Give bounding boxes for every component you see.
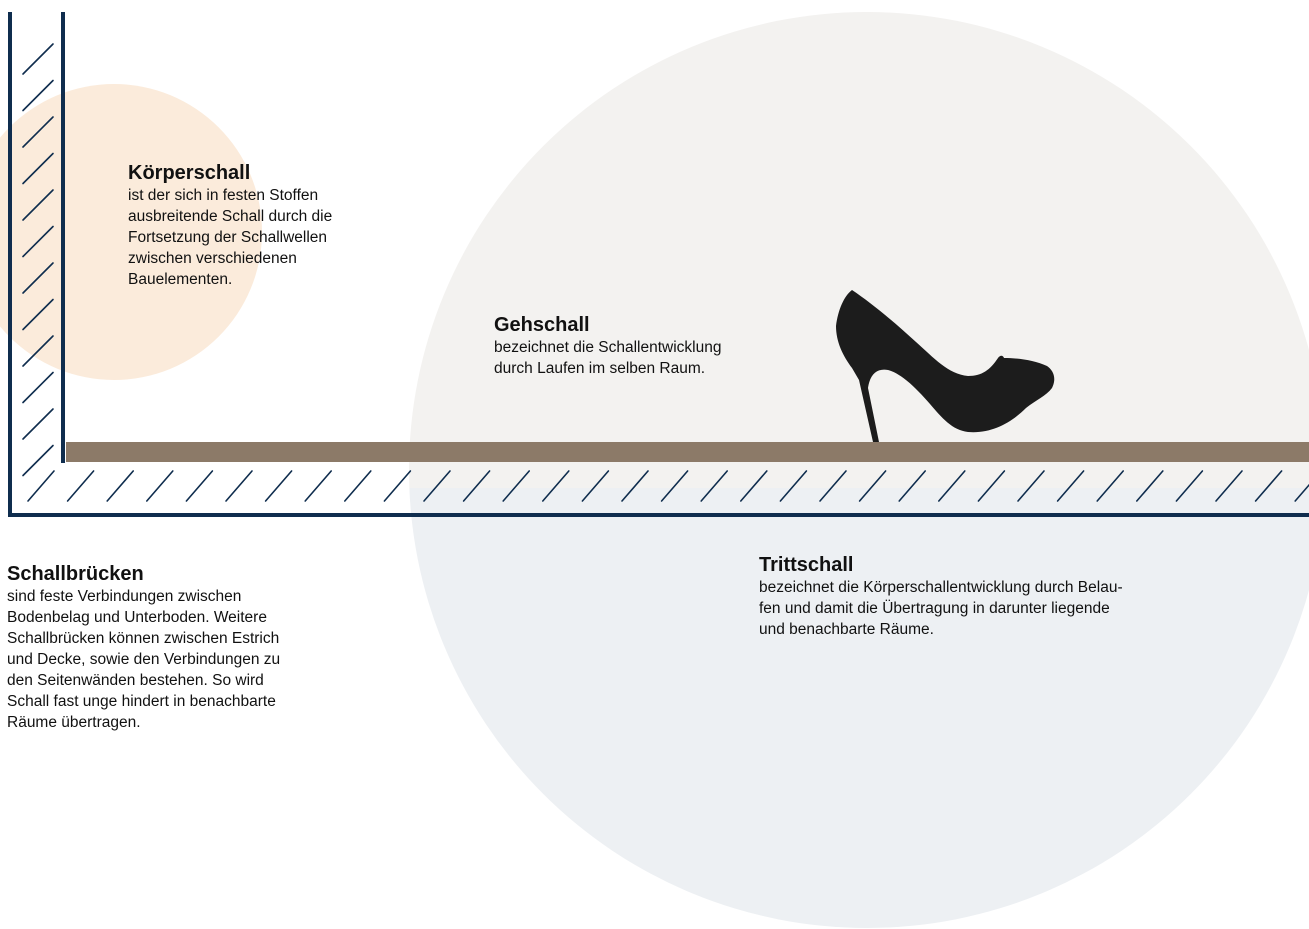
floor-hatch-mark [581,470,610,502]
schallbruecken-title: Schallbrücken [7,563,144,585]
floor-hatch-mark [819,470,847,502]
wall-hatch-mark [22,116,54,148]
floor-hatching [27,470,1309,502]
floor-hatch-mark [541,470,570,502]
floor-hatch-mark [66,470,95,502]
schallbruecken-text: sind feste Verbindungen zwischen Bodenbe… [7,588,281,731]
floor-hatch-mark [700,470,729,502]
wall-hatch-mark [22,335,54,367]
trittschall-section: Trittschall bezeichnet die Körperschalle… [759,553,1219,640]
koerperschall-text: ist der sich in festen Stoffen ausbreite… [128,187,333,288]
large-sound-circle [409,12,1309,928]
floor-hatch-mark [1215,470,1243,502]
wall-hatch-mark [22,152,54,185]
floor-hatch-mark [225,470,253,502]
floor-hatch-mark [898,470,927,502]
koerperschall-title: Körperschall [128,162,251,184]
gehschall-title: Gehschall [494,314,590,336]
wall-hatch-mark [22,225,54,258]
schallbruecken-section: Schallbrücken sind feste Verbindungen zw… [7,562,347,733]
floor-hatch-mark [937,470,966,502]
koerperschall-section: Körperschall ist der sich in festen Stof… [128,161,418,290]
wall-hatch-mark [22,371,54,404]
floor-hatch-mark [185,470,214,502]
floor-hatch-mark [660,470,689,502]
floor-hatch-mark [423,470,451,502]
wall-hatch-mark [22,444,54,477]
floor-hatch-mark [1096,470,1124,502]
floor-hatch-mark [106,470,134,502]
gehschall-section: Gehschall bezeichnet die Schallentwicklu… [494,313,814,379]
floor-hatch-mark [858,470,887,502]
floor-hatch-mark [264,470,293,502]
floor-hatch-mark [739,470,768,502]
floor-hatch-mark [146,470,174,502]
wall-hatch-mark [22,189,54,221]
floor-hatch-mark [1056,470,1085,502]
floor-hatch-mark [304,470,333,502]
wall-and-floor-outline [8,12,1309,517]
floor-hatch-mark [1017,470,1045,502]
gehschall-text: bezeichnet die Schallentwicklung durch L… [494,339,722,377]
floor-hatch-mark [462,470,491,502]
floor-hatch-mark [621,470,649,502]
floor-hatch-mark [27,470,55,502]
koerperschall-circle [0,84,262,380]
trittschall-text: bezeichnet die Körperschallentwicklung d… [759,579,1123,638]
wall-hatching [22,43,54,477]
floor-hatch-mark [343,470,372,502]
floor-hatch-mark [1175,470,1204,502]
trittschall-title: Trittschall [759,554,854,576]
floor-hatch-mark [1254,470,1283,502]
wall-hatch-mark [22,79,54,112]
floor-hatch-mark [502,470,531,502]
wall-hatch-mark [22,43,54,75]
wall-hatch-mark [22,408,54,440]
floor-covering [66,442,1309,462]
floor-hatch-mark [779,470,808,502]
floor-hatch-mark [1294,483,1309,502]
floor-hatch-mark [1136,470,1164,502]
floor-hatch-mark [383,470,412,502]
wall-hatch-mark [22,262,54,294]
high-heel-shoe-icon [836,290,1055,442]
wall-hatch-mark [22,298,54,331]
floor-hatch-mark [977,470,1006,502]
